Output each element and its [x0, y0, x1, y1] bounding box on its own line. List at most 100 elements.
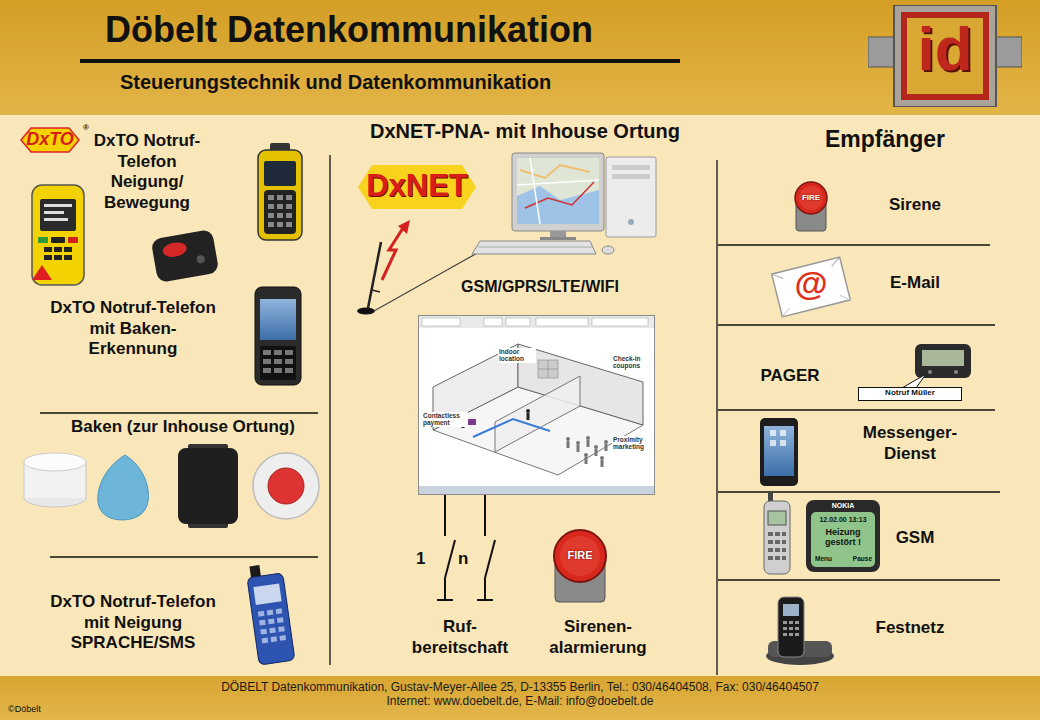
footer-band: DÖBELT Datenkommunikation, Gustav-Meyer-…	[0, 676, 1040, 720]
shape-rect	[68, 237, 78, 243]
shape-rect	[585, 457, 588, 464]
shape-rect	[285, 368, 293, 373]
shape-rect	[268, 213, 274, 218]
shape-rect	[44, 255, 52, 260]
shape-rect	[780, 440, 786, 446]
label-text: DxNET-PNA- mit Inhouse Ortung	[335, 119, 715, 143]
shape-rect	[247, 573, 295, 665]
shape-rect	[38, 237, 48, 243]
label-text: Steuerungstechnik und Datenkommunikation	[120, 70, 551, 94]
shape-polygon	[517, 186, 599, 224]
shape-rect	[915, 344, 971, 378]
shape-rect	[258, 150, 302, 240]
shape-rect	[44, 211, 64, 214]
shape-rect	[285, 350, 293, 355]
shape-circle	[268, 468, 304, 504]
node-text: Heizung gestört !	[812, 527, 874, 547]
shape-rect	[536, 318, 588, 326]
shape-line	[40, 412, 318, 413]
handheld-phone	[245, 562, 294, 665]
shape-rect	[44, 218, 68, 221]
shape-rect	[268, 204, 274, 209]
screenshot-panel: Indoor locationCheck-in couponsContactle…	[418, 315, 655, 495]
node-text: Check-in coupons	[612, 355, 654, 370]
shape-line	[718, 409, 995, 410]
shape-rect	[540, 237, 576, 240]
shape-rect	[768, 556, 773, 560]
shape-rect	[276, 608, 283, 614]
shape-line	[437, 599, 453, 601]
shape-line	[24, 462, 25, 498]
shape-line	[772, 272, 783, 281]
shape-rect	[538, 360, 558, 378]
node-text: Pause	[846, 555, 872, 562]
shape-ellipse	[602, 246, 614, 254]
shape-rect	[601, 460, 604, 467]
label-text: Sirene	[860, 195, 970, 216]
label-text: DxTO Notruf-Telefon mit Neigung SPRACHE/…	[28, 592, 238, 654]
shape-rect	[595, 449, 598, 456]
shape-rect	[40, 199, 76, 231]
label-text: ®	[83, 123, 89, 133]
shape-rect	[419, 316, 655, 495]
shape-rect	[260, 346, 296, 380]
shape-rect	[592, 318, 648, 326]
shape-circle	[560, 536, 600, 576]
shape-rect	[255, 287, 301, 385]
shape-rect	[772, 257, 851, 317]
shape-rect	[768, 511, 786, 525]
node-text: Indoor location	[498, 348, 536, 363]
shape-rect	[151, 229, 220, 283]
shape-rect	[782, 532, 786, 536]
shape-circle	[799, 186, 823, 210]
shape-circle	[196, 255, 205, 264]
shape-line	[840, 293, 850, 302]
shape-rect	[606, 157, 656, 237]
shape-circle	[253, 453, 319, 519]
shape-line	[50, 556, 318, 557]
shape-circle	[954, 370, 958, 374]
shape-line	[718, 244, 990, 245]
shape-circle	[928, 370, 932, 374]
brand-logo: DxTO	[18, 127, 82, 153]
shape-line	[372, 290, 380, 292]
label-text: Empfänger	[790, 125, 980, 153]
shape-rect	[286, 213, 292, 218]
node-text: Menu	[815, 555, 832, 562]
shape-line	[716, 160, 717, 675]
diagram-title: Döbelt Datenkommunikation	[105, 8, 593, 52]
shape-rect	[783, 604, 799, 616]
brand-logo: DxNET	[352, 163, 482, 211]
node-text: FIRE	[567, 549, 592, 562]
shape-rect	[268, 195, 274, 200]
shape-line	[444, 578, 446, 600]
shape-rect	[782, 548, 786, 552]
shape-line	[517, 180, 599, 185]
shape-line	[718, 324, 995, 325]
shape-rect	[80, 59, 680, 63]
shape-rect	[274, 359, 282, 364]
label-text: n	[458, 549, 468, 570]
switch-symbols	[437, 495, 495, 600]
shape-rect	[286, 204, 292, 209]
shape-rect	[764, 501, 790, 574]
shape-circle	[586, 436, 590, 440]
shape-rect	[277, 195, 283, 200]
node-shape	[418, 315, 655, 495]
shape-rect	[268, 222, 274, 227]
label-text: GSM	[875, 528, 955, 549]
shape-rect	[775, 556, 780, 560]
shape-rect	[267, 610, 274, 616]
shape-rect	[789, 633, 793, 636]
shape-circle	[526, 409, 530, 413]
shape-circle	[795, 182, 827, 214]
shape-rect	[260, 299, 296, 340]
shape-ellipse	[24, 453, 86, 471]
shape-polygon	[32, 265, 52, 280]
label-text: PAGER	[740, 366, 840, 387]
shape-line	[538, 369, 558, 370]
radio-signal	[382, 220, 410, 280]
label-text: ©Döbelt	[8, 704, 41, 715]
shape-rect	[44, 247, 52, 252]
